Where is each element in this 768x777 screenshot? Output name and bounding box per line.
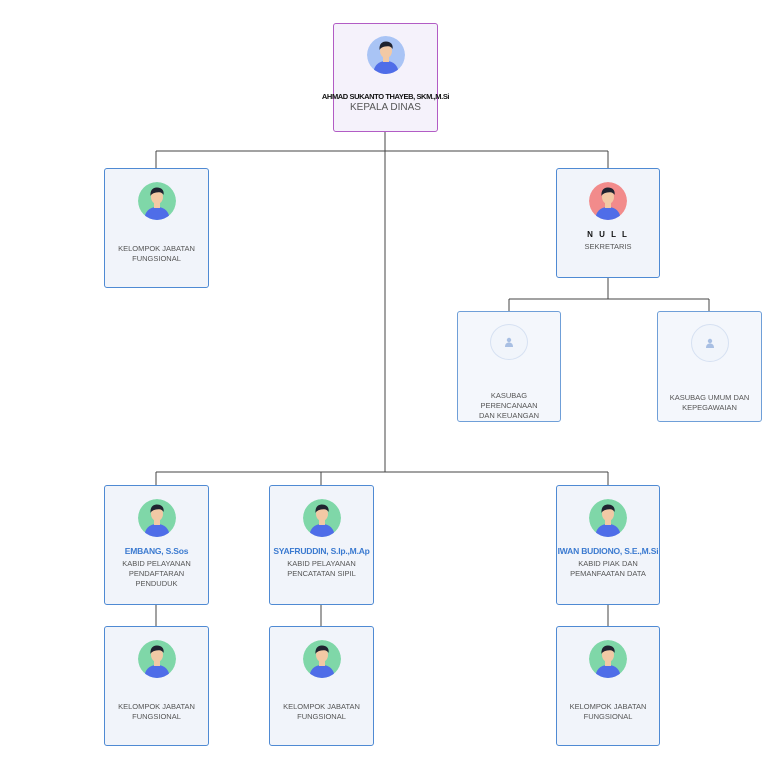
kabid-pendaftaran-name: EMBANG, S.Sos <box>124 546 189 556</box>
person-avatar-icon <box>302 499 341 537</box>
kasubag-perencanaan-role-1: KASUBAG PERENCANAAN <box>480 391 538 410</box>
kasubag-umum-role-1: KASUBAG UMUM DAN <box>669 393 750 402</box>
vacant-user-icon <box>490 324 528 360</box>
node-kasubag-umum[interactable]: KASUBAG UMUM DAN KEPEGAWAIAN <box>657 311 762 422</box>
kepala-name: AHMAD SUKANTO THAYEB, SKM.,M.Si <box>321 92 450 101</box>
sekretaris-role: SEKRETARIS <box>584 242 632 251</box>
fungsional-2-role-2: FUNGSIONAL <box>297 712 346 721</box>
person-avatar-icon <box>137 499 176 537</box>
vacant-user-icon <box>690 324 729 362</box>
fungsional-top-role-2: FUNGSIONAL <box>132 254 181 263</box>
kabid-pencatatan-name: SYAFRUDDIN, S.Ip.,M.Ap <box>273 546 370 556</box>
person-avatar-icon <box>589 499 627 537</box>
person-avatar-icon <box>302 640 341 678</box>
fungsional-1-role-1: KELOMPOK JABATAN <box>118 702 195 711</box>
fungsional-top-role-1: KELOMPOK JABATAN <box>118 244 195 253</box>
kasubag-perencanaan-role-2: DAN KEUANGAN <box>478 411 539 420</box>
person-avatar-icon <box>137 182 176 220</box>
fungsional-3-role-1: KELOMPOK JABATAN <box>569 702 647 711</box>
kabid-piak-role-2: PEMANFAATAN DATA <box>570 569 646 578</box>
kabid-piak-name: IWAN BUDIONO, S.E.,M.Si <box>557 546 659 556</box>
sekretaris-name: N U L L <box>587 230 629 239</box>
node-fungsional-2[interactable]: KELOMPOK JABATAN FUNGSIONAL <box>269 626 374 746</box>
node-sekretaris[interactable]: N U L L SEKRETARIS <box>556 168 660 278</box>
kabid-pencatatan-role-1: KABID PELAYANAN <box>287 559 356 568</box>
person-avatar-icon <box>589 182 627 220</box>
fungsional-2-role-1: KELOMPOK JABATAN <box>283 702 360 711</box>
person-avatar-icon <box>137 640 176 678</box>
node-fungsional-top[interactable]: KELOMPOK JABATAN FUNGSIONAL <box>104 168 209 288</box>
kabid-pencatatan-role-2: PENCATATAN SIPIL <box>287 569 356 578</box>
kasubag-umum-role-2: KEPEGAWAIAN <box>682 403 737 412</box>
person-avatar-icon <box>589 640 627 678</box>
node-kabid-piak[interactable]: IWAN BUDIONO, S.E.,M.Si KABID PIAK DAN P… <box>556 485 660 605</box>
node-kabid-pencatatan[interactable]: SYAFRUDDIN, S.Ip.,M.Ap KABID PELAYANAN P… <box>269 485 374 605</box>
kabid-piak-role-1: KABID PIAK DAN <box>578 559 638 568</box>
node-fungsional-3[interactable]: KELOMPOK JABATAN FUNGSIONAL <box>556 626 660 746</box>
kepala-role: KEPALA DINAS <box>350 102 421 113</box>
node-kasubag-perencanaan[interactable]: KASUBAG PERENCANAAN DAN KEUANGAN <box>457 311 561 422</box>
node-kabid-pendaftaran[interactable]: EMBANG, S.Sos KABID PELAYANAN PENDAFTARA… <box>104 485 209 605</box>
fungsional-1-role-2: FUNGSIONAL <box>132 712 181 721</box>
node-fungsional-1[interactable]: KELOMPOK JABATAN FUNGSIONAL <box>104 626 209 746</box>
kabid-pendaftaran-role-2: PENDAFTARAN PENDUDUK <box>128 569 185 588</box>
node-kepala-dinas[interactable]: AHMAD SUKANTO THAYEB, SKM.,M.Si KEPALA D… <box>322 23 450 132</box>
fungsional-3-role-2: FUNGSIONAL <box>583 712 633 721</box>
person-avatar-icon <box>366 36 405 74</box>
kabid-pendaftaran-role-1: KABID PELAYANAN <box>122 559 191 568</box>
